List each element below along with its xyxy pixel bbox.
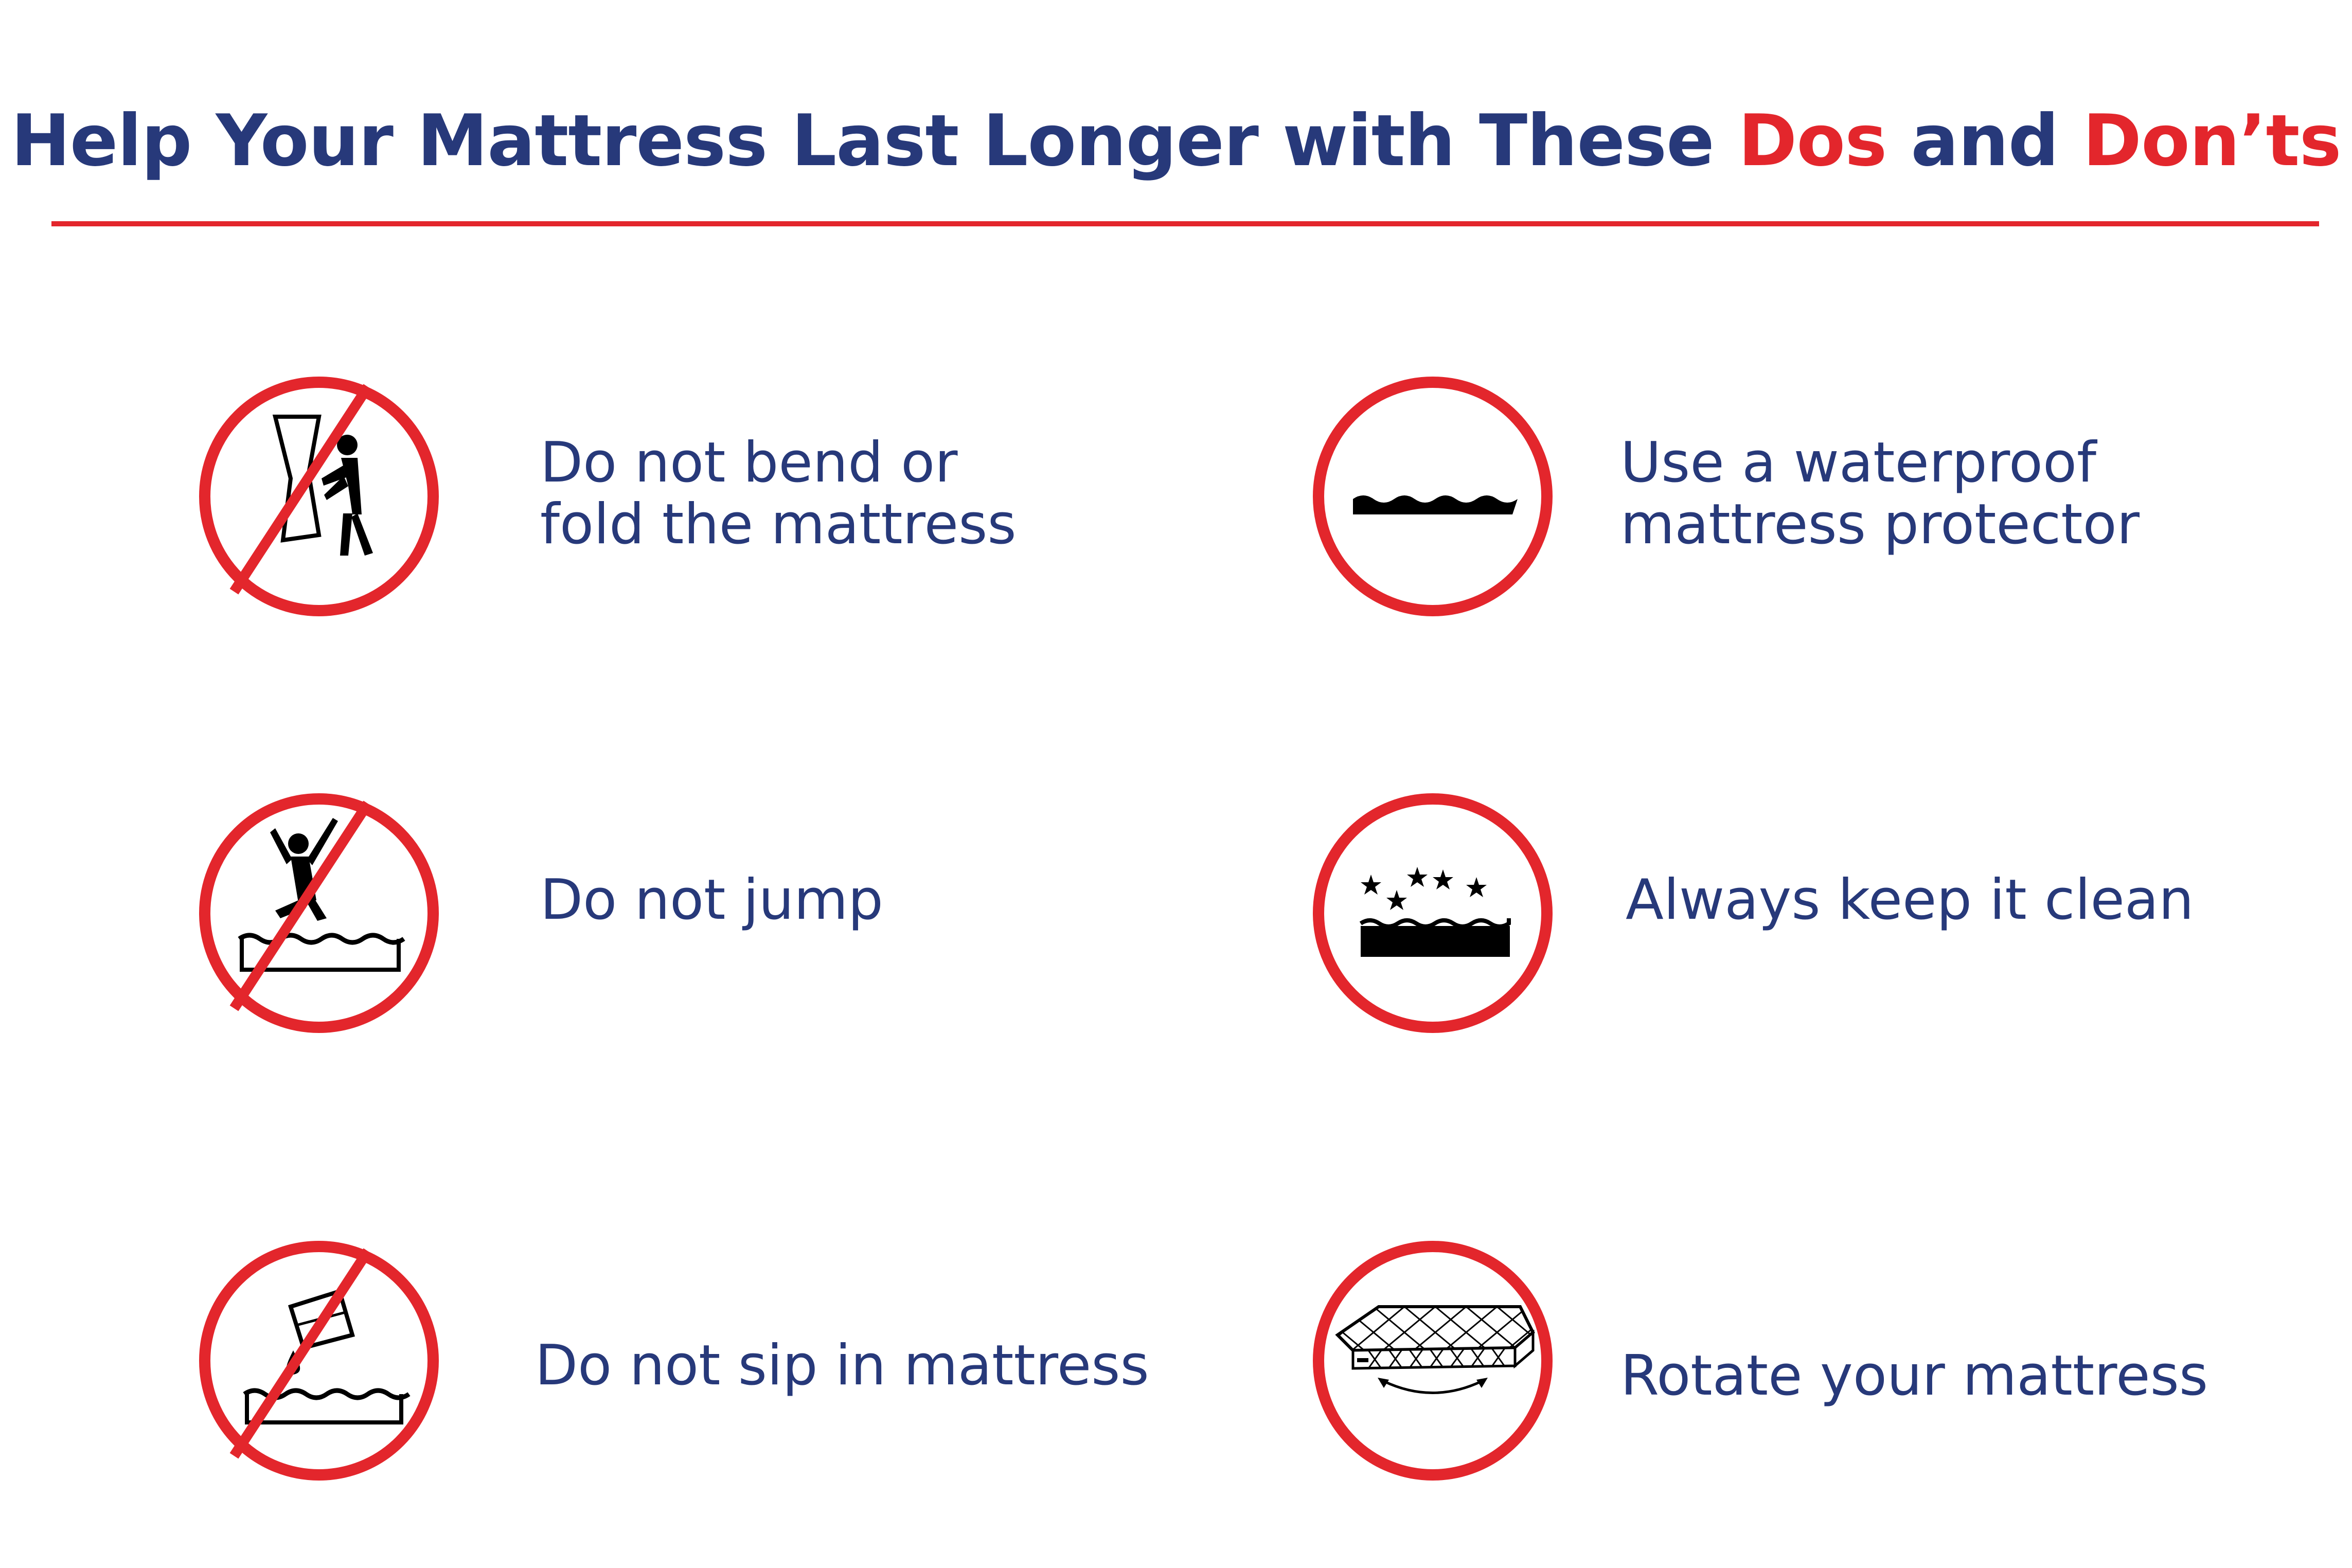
do-waterproof-label: Use a waterproof mattress protector — [1620, 432, 2140, 556]
title-donts: Don’ts — [2082, 99, 2342, 182]
waterproof-protector-icon — [1312, 376, 1554, 617]
dont-spill-line1: Do not sip in mattress — [535, 1333, 1149, 1398]
keep-clean-icon — [1312, 792, 1554, 1034]
dont-spill-label: Do not sip in mattress — [535, 1335, 1149, 1397]
no-jump-icon — [198, 792, 440, 1034]
dont-bend-fold-line2: fold the mattress — [540, 492, 1017, 557]
do-clean-line1: Always keep it clean — [1626, 868, 2194, 932]
dont-jump-line1: Do not jump — [540, 868, 883, 932]
no-spill-icon — [198, 1240, 440, 1482]
do-waterproof-line2: mattress protector — [1620, 492, 2140, 557]
title-dos: Dos — [1738, 99, 1887, 182]
dont-bend-fold-label: Do not bend or fold the mattress — [540, 432, 1017, 556]
title-main: Help Your Mattress Last Longer with Thes… — [11, 99, 1738, 182]
title-divider — [51, 221, 2319, 226]
dont-bend-fold-line1: Do not bend or — [540, 431, 958, 495]
do-rotate-line1: Rotate your mattress — [1620, 1344, 2208, 1408]
no-bend-fold-icon — [198, 376, 440, 617]
title-and: and — [1886, 99, 2083, 182]
rotate-mattress-icon — [1312, 1240, 1554, 1482]
dont-jump-label: Do not jump — [540, 869, 883, 931]
do-rotate-label: Rotate your mattress — [1620, 1345, 2208, 1407]
page-title: Help Your Mattress Last Longer with Thes… — [0, 105, 2352, 176]
do-clean-label: Always keep it clean — [1626, 869, 2194, 931]
do-waterproof-line1: Use a waterproof — [1620, 431, 2097, 495]
